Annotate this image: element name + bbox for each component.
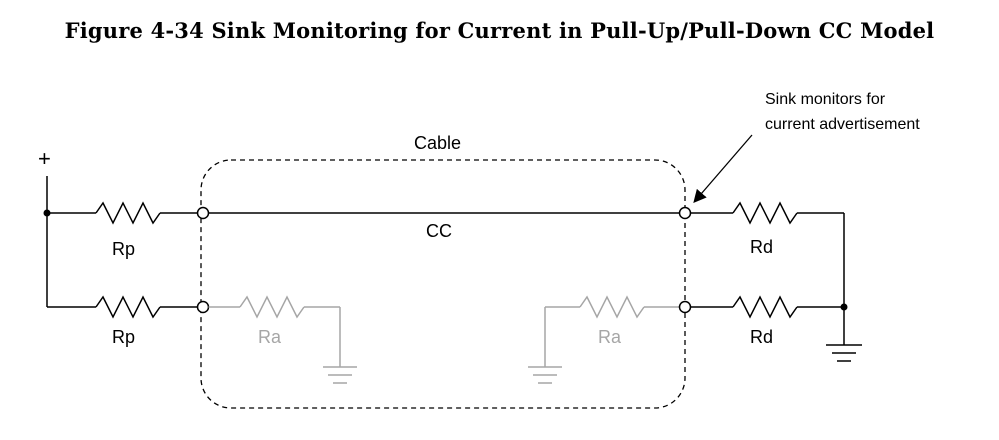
ground-left-icon xyxy=(323,366,357,384)
rd-top-resistor xyxy=(732,201,798,225)
rp-bottom-label: Rp xyxy=(112,327,135,347)
rp-top-label: Rp xyxy=(112,239,135,259)
ground-sink-icon xyxy=(826,344,862,362)
ra-right-label: Ra xyxy=(598,327,622,347)
rd-top-label: Rd xyxy=(750,237,773,257)
figure-title: Figure 4-34 Sink Monitoring for Current … xyxy=(64,18,935,43)
rd-bottom-resistor xyxy=(732,295,798,319)
ground-right-cable-icon xyxy=(528,366,562,384)
cable-label: Cable xyxy=(414,133,461,153)
sink-ground-junction xyxy=(840,303,848,311)
port-cc-source xyxy=(196,206,210,220)
port-vconn-source xyxy=(196,300,210,314)
ra-right-resistor xyxy=(579,295,645,319)
annotation-line2: current advertisement xyxy=(765,116,920,133)
annotation-line1: Sink monitors for xyxy=(765,91,886,108)
rd-bottom-label: Rd xyxy=(750,327,773,347)
rp-bottom-resistor xyxy=(95,295,161,319)
port-cc-sink xyxy=(678,206,692,220)
plus-sign: + xyxy=(38,146,51,171)
rp-top-resistor xyxy=(95,201,161,225)
annotation-arrow xyxy=(693,134,753,203)
port-vconn-sink xyxy=(678,300,692,314)
cc-label: CC xyxy=(426,221,452,241)
cable-boundary xyxy=(200,159,686,409)
ra-left-resistor xyxy=(239,295,305,319)
ra-left-label: Ra xyxy=(258,327,282,347)
